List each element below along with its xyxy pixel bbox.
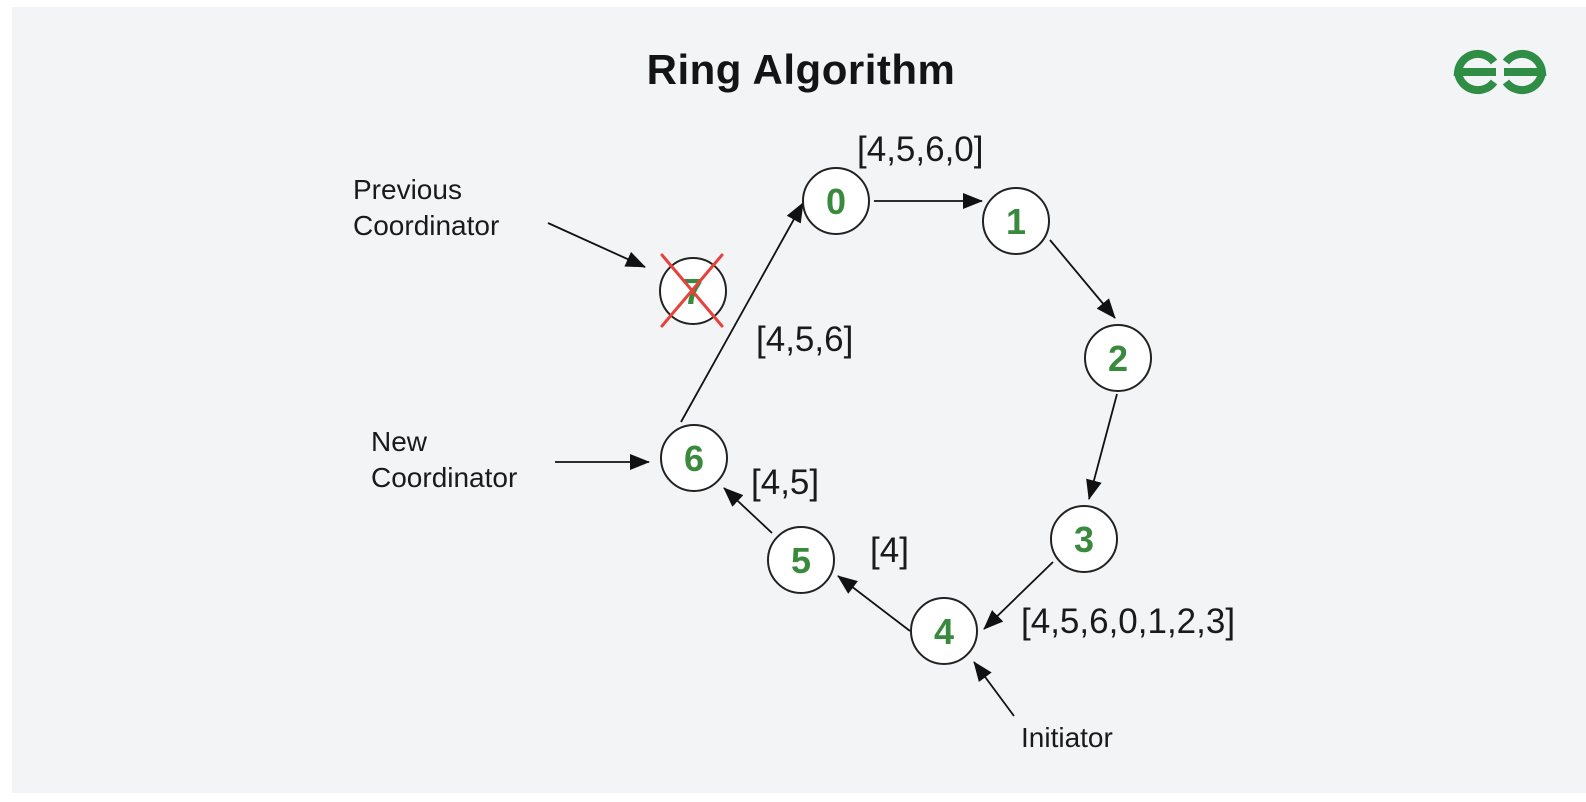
edge-3-to-4 — [983, 561, 1054, 630]
annotation-arrows — [547, 222, 1015, 717]
node-5-label: 5 — [791, 540, 811, 581]
previous-coordinator-line1: Previous — [353, 174, 462, 205]
previous-coordinator-arrow — [547, 222, 646, 268]
node-1: 1 — [982, 187, 1050, 255]
node-6: 6 — [660, 424, 728, 492]
node-3: 3 — [1050, 505, 1118, 573]
initiator-arrow — [973, 661, 1015, 717]
node-0: 0 — [802, 167, 870, 235]
new-coordinator-line2: Coordinator — [371, 462, 518, 493]
new-coordinator-line1: New — [371, 426, 428, 457]
message-3-to-4: [4,5,6,0,1,2,3] — [1021, 602, 1236, 641]
initiator-label: Initiator — [1021, 722, 1113, 753]
new-coordinator-label: New Coordinator — [371, 424, 517, 496]
node-0-label: 0 — [826, 181, 846, 222]
edge-1-to-2 — [1049, 239, 1116, 319]
diagram-background — [12, 7, 1586, 793]
message-0-to-1: [4,5,6,0] — [857, 130, 984, 169]
node-2-label: 2 — [1108, 338, 1128, 379]
previous-coordinator-line2: Coordinator — [353, 210, 500, 241]
edge-4-to-5 — [837, 575, 911, 632]
message-5-to-6: [4,5] — [751, 463, 820, 502]
edge-6-to-0 — [680, 202, 804, 423]
node-7-crashed: 7 — [659, 253, 727, 328]
crashed-cross-icon — [660, 253, 724, 328]
node-3-label: 3 — [1074, 519, 1094, 560]
message-6-to-0: [4,5,6] — [756, 320, 854, 359]
geeksforgeeks-logo-icon — [1453, 49, 1547, 95]
node-6-label: 6 — [684, 438, 704, 479]
node-2: 2 — [1084, 324, 1152, 392]
previous-coordinator-label: Previous Coordinator — [353, 172, 499, 244]
node-4: 4 — [910, 597, 978, 665]
edge-2-to-3 — [1086, 393, 1118, 500]
edge-5-to-6 — [723, 487, 773, 534]
node-1-label: 1 — [1006, 201, 1026, 242]
diagram-title: Ring Algorithm — [646, 46, 956, 93]
node-4-label: 4 — [934, 611, 954, 652]
ring-edges — [680, 193, 1118, 632]
message-4-to-5: [4] — [870, 531, 909, 570]
node-5: 5 — [767, 526, 835, 594]
